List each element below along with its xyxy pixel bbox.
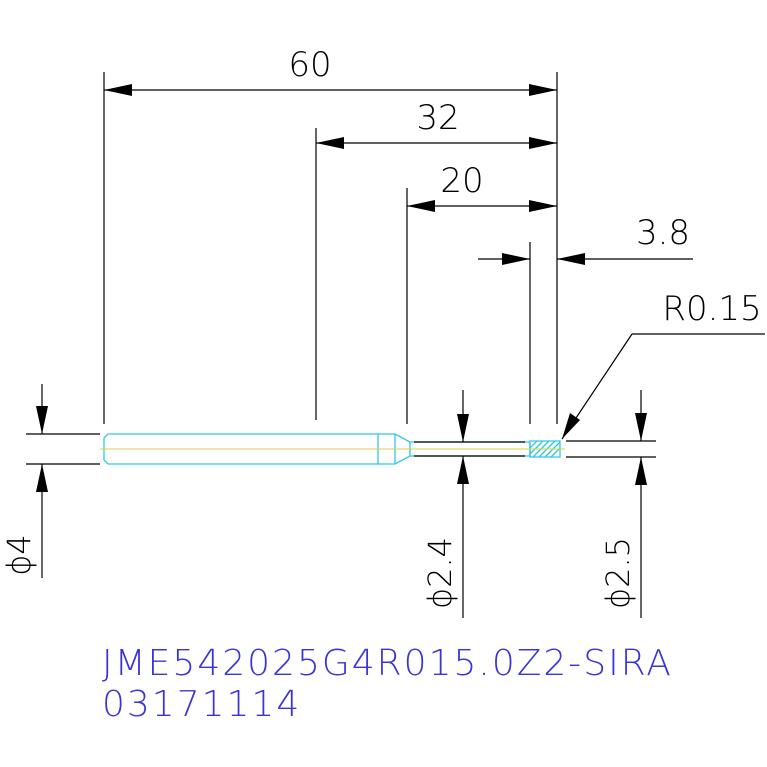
tool-body [100, 433, 565, 465]
dim-length-32-label: 32 [416, 98, 459, 138]
dim-corner-radius: R0.15 [561, 289, 765, 440]
tool-cutting-head [529, 440, 561, 458]
dim-neck-diameter-label: ϕ2.4 [421, 537, 459, 609]
dim-length-20: 20 [407, 161, 557, 212]
dim-corner-radius-label: R0.15 [662, 289, 761, 329]
dim-length-3-8-label: 3.8 [636, 213, 690, 253]
dim-cutting-diameter: ϕ2.5 [599, 390, 647, 618]
extension-lines [26, 72, 656, 465]
dim-shank-diameter: ϕ4 [0, 384, 48, 578]
model-part-number: JME542025G4R015.0Z2-SIRA [102, 643, 673, 684]
dim-length-32: 32 [316, 98, 557, 149]
dim-length-20-label: 20 [440, 161, 483, 201]
model-code: 03171114 [102, 684, 301, 725]
dim-neck-diameter: ϕ2.4 [421, 390, 469, 618]
dim-cutting-diameter-label: ϕ2.5 [599, 537, 637, 609]
dim-length-3-8: 3.8 [478, 213, 693, 265]
dim-shank-diameter-label: ϕ4 [0, 534, 38, 575]
dim-overall-length-label: 60 [288, 45, 331, 85]
dim-overall-length: 60 [104, 45, 557, 96]
